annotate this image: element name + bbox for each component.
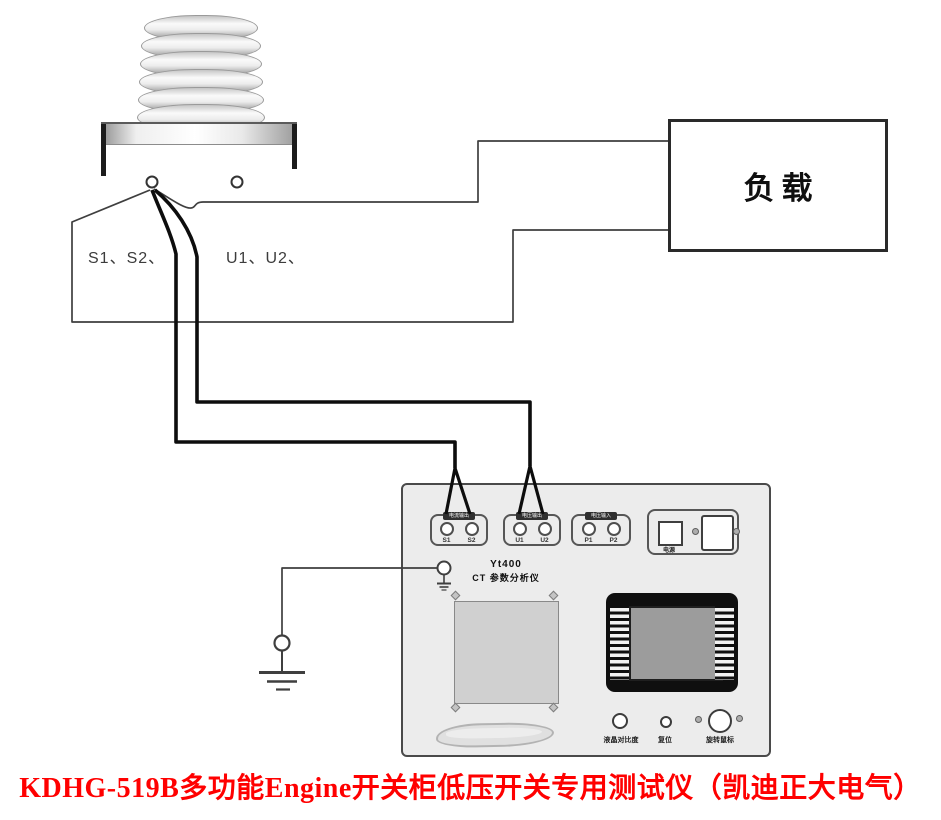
contrast-knob bbox=[612, 713, 628, 729]
ct-secondary-label: S1、S2、 bbox=[88, 250, 166, 267]
jack-group-s-caption: 电流输出 bbox=[443, 512, 475, 520]
contrast-label: 液晶对比度 bbox=[603, 737, 639, 744]
jack-s2-label: S2 bbox=[467, 537, 476, 544]
jack-u1: U1 bbox=[512, 522, 527, 544]
ct-primary-label: U1、U2、 bbox=[226, 250, 305, 267]
rotary-mouse-label: 旋转鼠标 bbox=[706, 737, 734, 744]
instrument-brand: Yt400 CT 参数分析仪 bbox=[459, 559, 553, 584]
jack-p2-label: P2 bbox=[609, 537, 618, 544]
jack-u2-label: U2 bbox=[540, 537, 549, 544]
screw-icon bbox=[450, 702, 461, 713]
jack-u1-label: U1 bbox=[515, 537, 524, 544]
power-switch bbox=[658, 521, 683, 546]
bushing-bracket-left bbox=[101, 124, 106, 176]
screw-icon bbox=[733, 528, 740, 535]
reset-label: 复位 bbox=[658, 737, 672, 744]
ct-terminal-left bbox=[145, 175, 159, 189]
lead-u-pair bbox=[153, 188, 532, 466]
jack-group-u-caption: 电压输出 bbox=[516, 512, 548, 520]
jack-p1-hole bbox=[581, 522, 596, 536]
vent-stripes-right bbox=[715, 605, 734, 680]
jack-p1-label: P1 bbox=[584, 537, 593, 544]
lcd-window bbox=[454, 601, 559, 704]
jack-s2: S2 bbox=[464, 522, 479, 544]
jack-s2-hole bbox=[464, 522, 479, 536]
jack-s1-label: S1 bbox=[442, 537, 451, 544]
rotary-mouse-knob bbox=[708, 709, 732, 733]
power-label: 电源 bbox=[662, 548, 675, 554]
instrument-panel: 电流输出 S1 S2 电压输出 U1 U2 电压输入 bbox=[401, 483, 771, 757]
screw-icon bbox=[450, 590, 461, 601]
jack-p2-hole bbox=[606, 522, 621, 536]
screw-icon bbox=[548, 590, 559, 601]
power-module: 电源 bbox=[647, 509, 740, 555]
load-label: 负载 bbox=[743, 171, 820, 206]
load-box: 负载 bbox=[668, 119, 888, 252]
screw-icon bbox=[548, 702, 559, 713]
jack-group-s: 电流输出 S1 S2 bbox=[430, 512, 488, 546]
thick-test-leads bbox=[150, 188, 545, 515]
jack-s1-hole bbox=[439, 522, 454, 536]
vent-stripes-left bbox=[610, 605, 629, 680]
instrument-name: CT 参数分析仪 bbox=[472, 573, 540, 583]
reset-button bbox=[660, 716, 672, 728]
bushing-flange bbox=[101, 122, 297, 145]
jack-p2: P2 bbox=[606, 522, 621, 544]
wire-load-feed bbox=[153, 140, 668, 209]
jack-u1-hole bbox=[512, 522, 527, 536]
lead-s-pair bbox=[150, 189, 457, 468]
display-unit bbox=[606, 593, 738, 692]
jack-u2: U2 bbox=[537, 522, 552, 544]
bushing-bracket-right bbox=[292, 124, 297, 169]
caption: KDHG-519B多功能Engine开关柜低压开关专用测试仪（凯迪正大电气） bbox=[19, 773, 922, 804]
smudge-mark bbox=[435, 721, 555, 749]
instrument-model: Yt400 bbox=[490, 559, 522, 570]
ct-terminals bbox=[145, 175, 244, 189]
screw-icon bbox=[695, 716, 702, 723]
jack-group-u: 电压输出 U1 U2 bbox=[503, 512, 561, 546]
jack-u2-hole bbox=[537, 522, 552, 536]
display-screen bbox=[629, 606, 723, 681]
jack-group-p: 电压输入 P1 P2 bbox=[571, 512, 631, 546]
jack-group-p-caption: 电压输入 bbox=[585, 512, 617, 520]
jack-p1: P1 bbox=[581, 522, 596, 544]
screw-icon bbox=[736, 715, 743, 722]
jack-s1: S1 bbox=[439, 522, 454, 544]
screw-icon bbox=[692, 528, 699, 535]
ct-terminal-right bbox=[230, 175, 244, 189]
earth-ground-icon bbox=[259, 634, 305, 691]
power-socket bbox=[701, 515, 734, 551]
